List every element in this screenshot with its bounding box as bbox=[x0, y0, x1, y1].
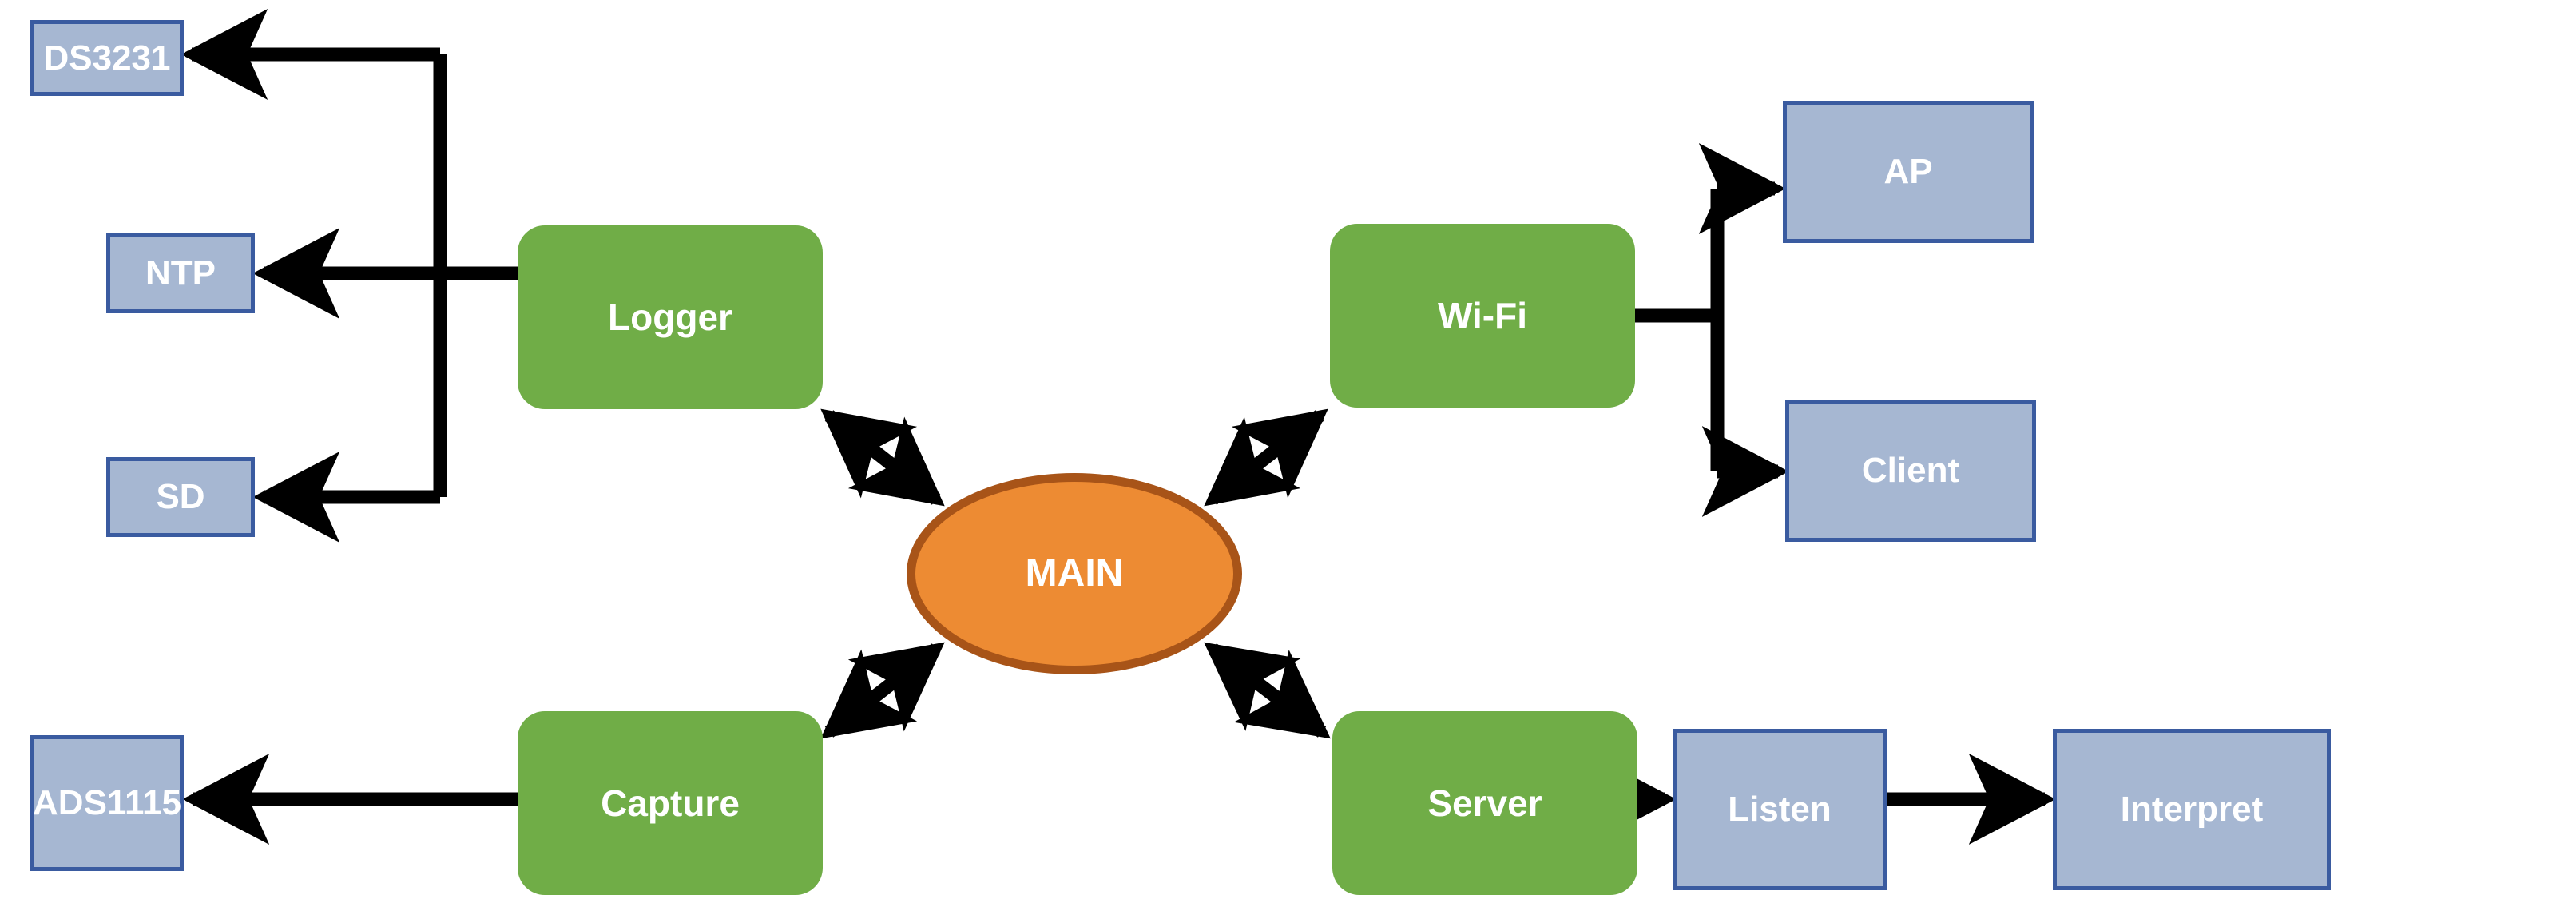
node-listen[interactable]: Listen bbox=[1673, 729, 1887, 890]
node-ds3231-label: DS3231 bbox=[43, 38, 171, 78]
node-client-label: Client bbox=[1861, 451, 1960, 490]
node-ap-label: AP bbox=[1883, 152, 1933, 191]
node-wifi-label: Wi-Fi bbox=[1438, 295, 1527, 336]
node-ads1115[interactable]: ADS1115 bbox=[30, 735, 184, 871]
node-ds3231[interactable]: DS3231 bbox=[30, 20, 184, 96]
edge-main-wifi bbox=[1204, 408, 1328, 507]
node-server[interactable]: Server bbox=[1332, 711, 1637, 895]
node-ntp[interactable]: NTP bbox=[106, 233, 255, 313]
edge-main-logger bbox=[820, 408, 945, 507]
node-logger-label: Logger bbox=[608, 296, 732, 338]
node-logger[interactable]: Logger bbox=[518, 225, 823, 409]
node-interpret[interactable]: Interpret bbox=[2053, 729, 2331, 890]
node-client[interactable]: Client bbox=[1785, 400, 2036, 542]
node-wifi[interactable]: Wi-Fi bbox=[1330, 224, 1635, 408]
node-main-label: MAIN bbox=[1025, 552, 1124, 595]
node-listen-label: Listen bbox=[1728, 790, 1832, 829]
edge-main-capture bbox=[820, 642, 945, 739]
node-ntp-label: NTP bbox=[145, 253, 216, 292]
edge-main-server bbox=[1204, 642, 1331, 739]
node-server-label: Server bbox=[1427, 782, 1542, 824]
node-main[interactable]: MAIN bbox=[907, 473, 1242, 674]
node-interpret-label: Interpret bbox=[2120, 790, 2264, 829]
node-capture-label: Capture bbox=[601, 782, 740, 824]
node-ads1115-label: ADS1115 bbox=[33, 783, 181, 822]
node-sd-label: SD bbox=[156, 477, 205, 516]
node-sd[interactable]: SD bbox=[106, 457, 255, 537]
node-ap[interactable]: AP bbox=[1783, 101, 2034, 243]
node-capture[interactable]: Capture bbox=[518, 711, 823, 895]
